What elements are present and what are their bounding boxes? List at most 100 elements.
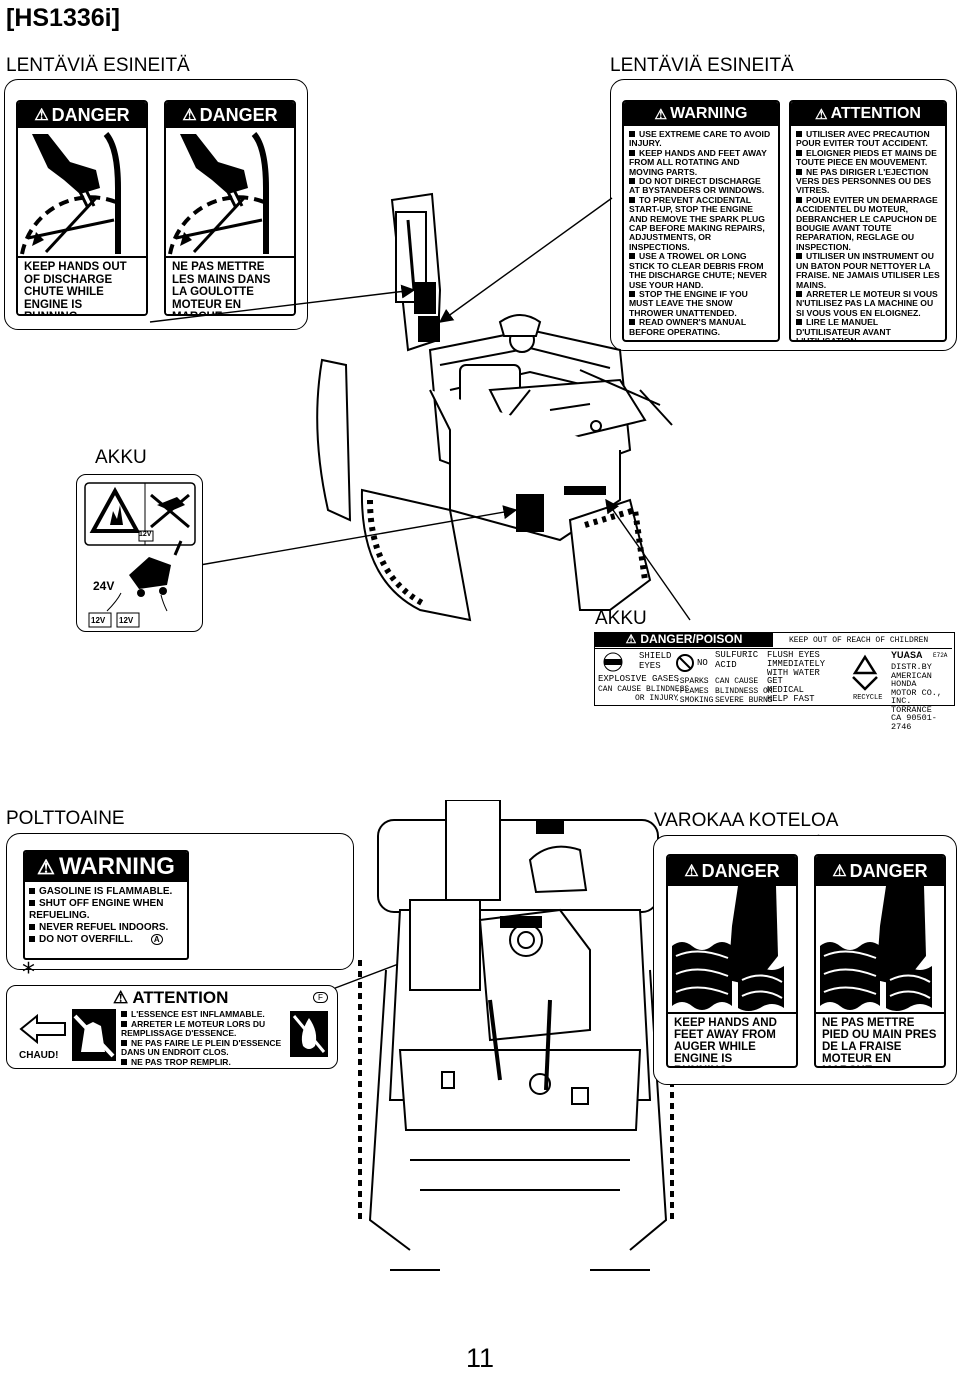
warning-triangle-icon: ⚠: [815, 105, 828, 122]
fuel-warning-item: GASOLINE IS FLAMMABLE.: [29, 886, 183, 898]
hand-in-chute-icon: [168, 132, 269, 255]
warning-triangle-icon: ⚠: [625, 632, 637, 647]
fuel-attention-header: ⚠ ATTENTION: [113, 988, 229, 1007]
warning-triangle-icon: ⚠: [832, 863, 847, 880]
keep-out-text: KEEP OUT OF REACH OF CHILDREN: [789, 636, 929, 645]
no-smoking-icon: [676, 654, 694, 672]
heading-battery-right: AKKU: [595, 608, 647, 629]
label-header: ATTENTION: [830, 105, 921, 122]
foot-in-auger-icon: [672, 886, 784, 1011]
fuel-attention-panel: ⚠ ATTENTION F CHAUD! L'ESSENCE EST INFLA…: [6, 985, 338, 1069]
label-header: DANGER: [51, 104, 130, 125]
label-header: DANGER: [701, 860, 780, 881]
label-header: DANGER/POISON: [640, 632, 743, 647]
fuel-warning-item: DO NOT OVERFILL.A: [29, 934, 183, 946]
label-header: WARNING: [670, 105, 748, 122]
volt-24-label: 24V: [93, 579, 115, 593]
label-text: KEEP HANDS AND FEET AWAY FROM AUGER WHIL…: [668, 1012, 796, 1066]
warning-item: TO PREVENT ACCIDENTAL START-UP, STOP THE…: [629, 194, 765, 252]
battery-symbols-panel: 12V 24V 12V 12V: [76, 474, 203, 632]
attention-item: UTILISER AVEC PRECAUTION POUR EVITER TOU…: [796, 129, 930, 149]
fuel-warning-label-en: ⚠ WARNING GASOLINE IS FLAMMABLE. SHUT OF…: [23, 850, 189, 960]
heading-flying-objects-right: LENTÄVIÄ ESINEITÄ: [610, 55, 794, 76]
heading-battery-left: AKKU: [95, 447, 147, 468]
fuel-warning-panel: ⚠ WARNING GASOLINE IS FLAMMABLE. SHUT OF…: [6, 833, 354, 970]
general-warning-panel: ⚠ WARNING USE EXTREME CARE TO AVOID INJU…: [610, 79, 957, 351]
label-text: KEEP HANDS OUT OF DISCHARGE CHUTE WHILE …: [18, 256, 146, 314]
label-header: WARNING: [58, 853, 175, 880]
fuel-warning-item: SHUT OFF ENGINE WHEN REFUELING.: [29, 898, 164, 921]
fuel-attention-item: NE PAS FAIRE LE PLEIN D'ESSENCE DANS UN …: [121, 1037, 282, 1058]
label-code: A: [150, 934, 163, 945]
warning-item: KEEP HANDS AND FEET AWAY FROM ALL ROTATI…: [629, 147, 767, 177]
warning-item: USE EXTREME CARE TO AVOID INJURY.: [629, 129, 771, 149]
discharge-danger-label-fr: ⚠ DANGER NE PAS METTRE LES MAINS DANS LA…: [164, 100, 296, 316]
brand-text: YUASA: [891, 650, 923, 660]
warning-item: USE A TROWEL OR LONG STICK TO CLEAR DEBR…: [629, 251, 767, 290]
sparks-text: ·SPARKS·FLAMES·SMOKING: [675, 677, 714, 705]
attention-label-fr: ⚠ ATTENTION UTILISER AVEC PRECAUTION POU…: [789, 100, 947, 342]
label-header: DANGER: [199, 104, 278, 125]
heading-flying-objects-left: LENTÄVIÄ ESINEITÄ: [6, 55, 190, 76]
warning-triangle-icon: ⚠: [113, 988, 129, 1007]
attention-item: ELOIGNER PIEDS ET MAINS DE TOUTE PIECE E…: [796, 147, 937, 168]
recycle-text: RECYCLE: [853, 694, 883, 702]
fuel-attention-item: NE PAS TROP REMPLIR.: [121, 1057, 297, 1068]
model-code: [HS1336i]: [6, 4, 120, 32]
warning-item: READ OWNER'S MANUAL BEFORE OPERATING.: [629, 317, 746, 337]
explosive-text: EXPLOSIVE GASES: [598, 674, 680, 684]
warning-item: STOP THE ENGINE IF YOU MUST LEAVE THE SN…: [629, 288, 748, 318]
warning-label-en: ⚠ WARNING USE EXTREME CARE TO AVOID INJU…: [622, 100, 780, 342]
battery-danger-poison-label: ⚠ DANGER/POISON KEEP OUT OF REACH OF CHI…: [594, 632, 955, 731]
injury-text: OR INJURY: [635, 694, 679, 703]
warning-triangle-icon: ⚠: [654, 105, 668, 122]
label-code: F: [313, 992, 328, 1003]
snowblower-illustration-top: [358, 800, 674, 1271]
label-text: NE PAS METTRE LES MAINS DANS LA GOULOTTE…: [166, 256, 294, 314]
heading-housing: VAROKAA KOTELOA: [654, 810, 839, 831]
volt-12-label: 12V: [139, 531, 152, 538]
hot-text: CHAUD!: [19, 1050, 59, 1061]
attention-item: UTILISER UN INSTRUMENT OU UN BATON POUR …: [796, 251, 940, 290]
discharge-labels-panel: ⚠ DANGER KEEP HANDS OUT OF DISCHARGE CHU…: [4, 79, 308, 330]
volt-12-label: 12V: [91, 616, 106, 625]
goggles-icon: [603, 652, 623, 672]
auger-danger-label-en: ⚠ DANGER KEEP HANDS AND FEET AWAY FROM A…: [666, 854, 798, 1068]
recycle-icon: [852, 654, 878, 691]
page-number: 11: [465, 1343, 495, 1373]
attention-item: ARRETER LE MOTEUR SI VOUS N'UTILISEZ PAS…: [796, 288, 938, 318]
flame-in-fuel-icon: [290, 1011, 328, 1057]
label-text: NE PAS METTRE PIED OU MAIN PRES DE LA FR…: [816, 1012, 944, 1066]
hand-in-chute-icon: [20, 132, 121, 255]
warning-triangle-icon: ⚠: [182, 107, 197, 124]
auger-danger-panel: ⚠ DANGER KEEP HANDS AND FEET AWAY FROM A…: [653, 835, 957, 1085]
discharge-danger-label-en: ⚠ DANGER KEEP HANDS OUT OF DISCHARGE CHU…: [16, 100, 148, 316]
volt-12-label: 12V: [119, 616, 134, 625]
auger-danger-label-fr: ⚠ DANGER NE PAS METTRE PIED OU MAIN PRES…: [814, 854, 946, 1068]
attention-item: LIRE LE MANUEL D'UTILISATEUR AVANT L'UTI…: [796, 317, 891, 342]
attention-item: POUR EVITER UN DEMARRAGE ACCIDENTEL DU M…: [796, 194, 938, 252]
warning-triangle-icon: ⚠: [684, 863, 699, 880]
fuel-warning-item: NEVER REFUEL INDOORS.: [29, 922, 183, 934]
warning-item: DO NOT DIRECT DISCHARGE AT BYSTANDERS OR…: [629, 176, 765, 196]
no-text: NO: [697, 658, 708, 668]
fuel-attention-item: ARRETER LE MOTEUR LORS DU REMPLISSAGE D'…: [121, 1018, 266, 1039]
battery-symbols-icon: [84, 482, 196, 628]
code-text: E72A: [933, 652, 948, 659]
blindness-text: CAN CAUSE BLINDNESS: [598, 685, 690, 694]
attention-item: NE PAS DIRIGER L'EJECTION VERS DES PERSO…: [796, 166, 932, 196]
no-hand-icon: [72, 1009, 116, 1061]
snowblower-illustration-rear: [316, 192, 673, 622]
fuel-attention-item: L'ESSENCE EST INFLAMMABLE.: [121, 1009, 297, 1020]
warning-triangle-icon: ⚠: [37, 856, 55, 879]
warning-triangle-icon: ⚠: [34, 107, 49, 124]
hot-surface-arrow-icon: [19, 1013, 66, 1045]
label-header: DANGER: [849, 860, 928, 881]
foot-in-auger-icon: [820, 886, 932, 1011]
